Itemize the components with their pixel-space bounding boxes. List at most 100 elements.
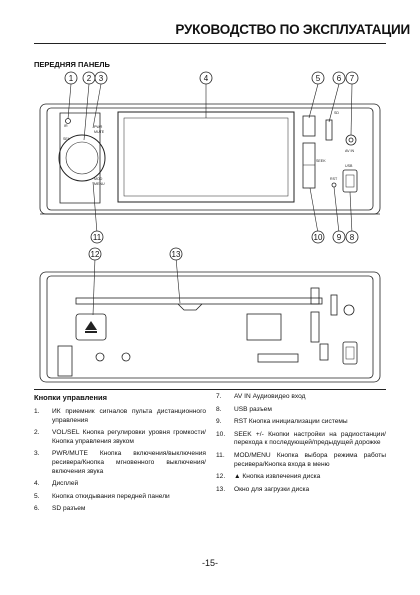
- chassis-inner-frame: [46, 275, 374, 379]
- label-ir: IR: [64, 124, 68, 128]
- page-number: -15-: [201, 558, 218, 568]
- control-item-number: 12.: [216, 473, 226, 481]
- svg-text:1: 1: [69, 74, 74, 83]
- svg-text:11: 11: [93, 233, 102, 242]
- svg-text:2: 2: [87, 74, 92, 83]
- svg-text:12: 12: [91, 250, 100, 259]
- volume-knob: [58, 134, 106, 182]
- section-title: ПЕРЕДНЯЯ ПАНЕЛЬ: [34, 60, 110, 69]
- controls-title: Кнопки управления: [34, 393, 107, 402]
- control-item: 1. ИК приемник сигналов пульта дистанцион…: [34, 408, 206, 425]
- controls-list-right: 7. AV IN Аудиовидео вход 8. USB разъем 9. RST…: [216, 393, 386, 498]
- control-item-text: ▲ Кнопка извлечения диска: [234, 473, 321, 481]
- label-rst: RST: [330, 177, 338, 181]
- label-seek: SEEK: [316, 159, 326, 163]
- control-item-number: 13.: [216, 485, 226, 493]
- section-rule: [34, 389, 386, 390]
- control-item: 8. USB разъем: [216, 406, 386, 415]
- display-inner: [123, 117, 289, 197]
- label-sd: SD: [334, 111, 339, 115]
- svg-text:7: 7: [350, 74, 355, 83]
- label-pwr: PWR: [94, 125, 103, 129]
- svg-text:3: 3: [99, 74, 104, 83]
- disc-slot: [75, 297, 323, 305]
- svg-text:6: 6: [337, 74, 342, 83]
- svg-text:5: 5: [316, 74, 321, 83]
- control-item-text: Окно для загрузки диска: [234, 485, 310, 493]
- volume-knob-inner: [65, 141, 99, 175]
- control-item-text: VOL/SEL Кнопка регулировки уровня громко…: [52, 429, 206, 445]
- control-item-text: Кнопка откидывания передней панели: [52, 492, 170, 500]
- control-item-number: 7.: [216, 393, 222, 400]
- svg-text:4: 4: [204, 74, 209, 83]
- control-item: 5. Кнопка откидывания передней панели: [34, 493, 206, 502]
- sd-slot-open: [330, 294, 338, 316]
- control-item-text: PWR/MUTE Кнопка включения/выключения рес…: [52, 450, 206, 475]
- callout-2: 2: [82, 71, 96, 85]
- seek-buttons: [302, 142, 316, 189]
- rst-button: [331, 182, 337, 188]
- panel-release-button: [302, 115, 316, 137]
- callout-12: 12: [88, 247, 102, 261]
- control-item: 2. VOL/SEL Кнопка регулировки уровня гром…: [34, 429, 206, 446]
- control-item-number: 6.: [34, 505, 40, 513]
- control-item: 4. Дисплей: [34, 480, 206, 489]
- control-item-number: 1.: [34, 408, 40, 415]
- callout-10: 10: [311, 230, 325, 244]
- control-item: 7. AV IN Аудиовидео вход: [216, 393, 386, 402]
- panel-inner-frame: [46, 107, 374, 211]
- controls-list-left: 1. ИК приемник сигналов пульта дистанцион…: [34, 408, 206, 518]
- control-item: 9. RST Кнопка инициализации системы: [216, 418, 386, 427]
- callout-6: 6: [332, 71, 346, 85]
- control-item-text: ИК приемник сигналов пульта дистанционно…: [52, 408, 206, 424]
- label-sel: SEL: [63, 137, 70, 141]
- front-panel-figure: [39, 103, 381, 215]
- callout-11: 11: [90, 230, 104, 244]
- control-item: 12. ▲ Кнопка извлечения диска: [216, 473, 386, 482]
- usb-port: [342, 169, 358, 193]
- control-item-text: AV IN Аудиовидео вход: [234, 393, 306, 400]
- svg-text:8: 8: [350, 233, 355, 242]
- eject-button-housing: [75, 313, 107, 341]
- svg-text:10: 10: [314, 233, 323, 242]
- label-menu: MENU: [94, 182, 105, 186]
- label-usb: USB: [345, 164, 353, 168]
- callout-4: 4: [199, 71, 213, 85]
- callout-3: 3: [94, 71, 108, 85]
- control-item: 13. Окно для загрузки диска: [216, 486, 386, 495]
- connector-tab: [57, 345, 73, 377]
- callout-1: 1: [64, 71, 78, 85]
- mechanism-block: [246, 313, 282, 341]
- control-item: 11.MOD/MENU Кнопка выбора режима работы …: [216, 452, 386, 469]
- control-item-number: 9.: [216, 418, 222, 426]
- label-mod: MOD: [94, 177, 103, 181]
- panel-outer-frame: [39, 103, 381, 215]
- svg-text:9: 9: [337, 233, 342, 242]
- control-item-text: RST Кнопка инициализации системы: [234, 418, 348, 426]
- ir-receiver: [65, 118, 71, 124]
- label-mute: MUTE: [94, 130, 105, 134]
- control-item-number: 5.: [34, 492, 40, 500]
- chassis-outer-frame: [39, 271, 381, 383]
- front-panel-diagram: MUTE SEL PWR MOD MENU SEEK SD AV IN USB …: [39, 71, 381, 383]
- control-item-number: 8.: [216, 405, 222, 413]
- page-title: РУКОВОДСТВО ПО ЭКСПЛУАТАЦИИ: [175, 22, 410, 37]
- callout-5: 5: [311, 71, 325, 85]
- callout-9: 9: [332, 230, 346, 244]
- control-item-number: 2.: [34, 429, 40, 437]
- callout-7: 7: [345, 71, 359, 85]
- callout-leaders: [67, 83, 353, 316]
- control-item-number: 11.: [216, 451, 225, 459]
- control-item: 10. SEEK +/- Кнопки настройки на радиоста…: [216, 431, 386, 448]
- control-item-text: Дисплей: [52, 480, 79, 488]
- control-item-text: SD разъем: [52, 505, 86, 513]
- control-item-text: USB разъем: [234, 405, 272, 413]
- card-slot: [257, 353, 299, 363]
- control-item-text: SEEK +/- Кнопки настройки на радиостанци…: [234, 430, 386, 447]
- control-item-number: 4.: [34, 480, 40, 488]
- display-screen: [117, 111, 295, 203]
- control-item-number: 10.: [216, 430, 226, 438]
- svg-text:13: 13: [172, 250, 181, 259]
- control-item: 3.PWR/MUTE Кнопка включения/выключения р…: [34, 450, 206, 476]
- sd-slot: [325, 119, 333, 141]
